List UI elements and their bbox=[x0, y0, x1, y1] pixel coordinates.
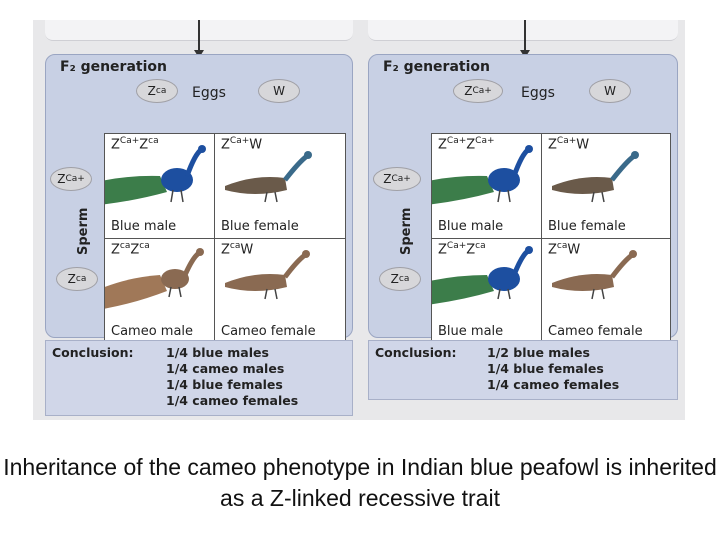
top-bar bbox=[368, 20, 678, 41]
figure-caption: Inheritance of the cameo phenotype in In… bbox=[3, 454, 717, 511]
grid-divider bbox=[432, 238, 670, 239]
cell-blue-male: ZCa+Zca Blue male bbox=[432, 239, 542, 343]
eggs-label: Eggs bbox=[521, 85, 555, 101]
sperm-label: Sperm bbox=[76, 207, 91, 255]
cameo-peahen-icon bbox=[225, 250, 310, 300]
conclusion-item: 1/4 cameo males bbox=[166, 361, 285, 376]
eggs-label: Eggs bbox=[192, 85, 226, 101]
conclusion-item: 1/4 blue females bbox=[487, 361, 604, 376]
conclusion-item: 1/2 blue males bbox=[487, 345, 590, 360]
egg-gamete-2: W bbox=[589, 79, 631, 103]
cameo-peahen-icon bbox=[552, 250, 637, 300]
phenotype-label: Cameo female bbox=[548, 324, 643, 339]
cell-cameo-male: ZcaZca Cameo male bbox=[105, 239, 215, 343]
phenotype-label: Blue male bbox=[438, 219, 504, 234]
arrow-down bbox=[524, 20, 526, 54]
genotype-label: ZCa+Zca bbox=[438, 241, 486, 258]
cell-cameo-female: ZcaW Cameo female bbox=[215, 239, 325, 343]
blue-peahen-icon bbox=[225, 151, 312, 203]
genotype-label: ZCa+W bbox=[548, 136, 590, 153]
conclusion-item: 1/4 blue males bbox=[166, 345, 269, 360]
blue-peacock-icon bbox=[105, 145, 206, 205]
arrow-down bbox=[198, 20, 200, 54]
phenotype-label: Blue male bbox=[111, 219, 177, 234]
generation-title: F₂ generation bbox=[60, 59, 167, 75]
conclusion-item: 1/4 cameo females bbox=[166, 393, 299, 408]
grid-divider bbox=[105, 238, 345, 239]
genotype-label: ZcaW bbox=[548, 241, 581, 258]
cameo-peacock-icon bbox=[105, 248, 204, 309]
genotype-label: ZcaW bbox=[221, 241, 254, 258]
cell-blue-male: ZCa+ZCa+ Blue male bbox=[432, 134, 542, 238]
conclusion-list: 1/2 blue males 1/4 blue females 1/4 came… bbox=[487, 345, 619, 393]
sperm-label: Sperm bbox=[399, 207, 414, 255]
phenotype-label: Cameo male bbox=[111, 324, 194, 339]
blue-peahen-icon bbox=[552, 151, 639, 203]
genotype-label: ZcaZca bbox=[111, 241, 150, 258]
genotype-label: ZCa+ZCa+ bbox=[438, 136, 495, 153]
phenotype-label: Blue male bbox=[438, 324, 504, 339]
genotype-label: ZCa+W bbox=[221, 136, 263, 153]
cell-cameo-female: ZcaW Cameo female bbox=[542, 239, 652, 343]
conclusion-list: 1/4 blue males 1/4 cameo males 1/4 blue … bbox=[166, 345, 298, 409]
generation-title: F₂ generation bbox=[383, 59, 490, 75]
phenotype-label: Blue female bbox=[221, 219, 299, 234]
cell-blue-female: ZCa+W Blue female bbox=[542, 134, 652, 238]
phenotype-label: Blue female bbox=[548, 219, 626, 234]
conclusion-label: Conclusion: bbox=[375, 345, 457, 360]
blue-peacock-icon bbox=[432, 145, 533, 205]
conclusion-item: 1/4 cameo females bbox=[487, 377, 620, 392]
cell-blue-female: ZCa+W Blue female bbox=[215, 134, 325, 238]
punnett-grid: ZCa+ZCa+ Blue male ZCa+W Blue female bbox=[431, 133, 671, 343]
phenotype-label: Cameo female bbox=[221, 324, 316, 339]
cell-blue-male: ZCa+Zca Blue male bbox=[105, 134, 215, 238]
conclusion-item: 1/4 blue females bbox=[166, 377, 283, 392]
genotype-label: ZCa+Zca bbox=[111, 136, 159, 153]
blue-peacock-icon bbox=[432, 246, 533, 305]
egg-gamete-2: W bbox=[258, 79, 300, 103]
conclusion-box: Conclusion: 1/2 blue males 1/4 blue fema… bbox=[368, 340, 678, 400]
punnett-grid: ZCa+Zca Blue male ZCa+W Blue female bbox=[104, 133, 346, 343]
conclusion-box: Conclusion: 1/4 blue males 1/4 cameo mal… bbox=[45, 340, 353, 416]
conclusion-label: Conclusion: bbox=[52, 345, 134, 360]
